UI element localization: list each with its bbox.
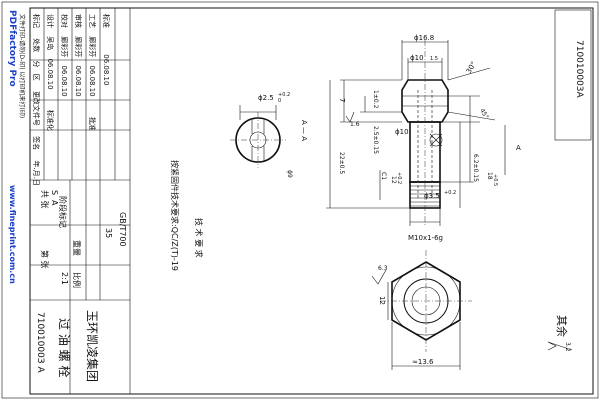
hole-diameter: ϕ2.5 <box>258 94 274 102</box>
dim-cham-label: 2.5±0.15 <box>372 126 379 154</box>
dim-d2-tol: 1.5 <box>430 56 438 62</box>
grade: 35 <box>104 228 113 238</box>
weight: 重量 <box>72 240 82 256</box>
phi9-label: ϕ9 <box>286 170 293 178</box>
drawing-number-box <box>554 9 592 141</box>
view-label: A <box>516 144 521 152</box>
scale-value: 2:1 <box>60 272 69 285</box>
roughness-value: 3.2 <box>564 342 571 352</box>
drawing-number-top: 710010003A <box>574 40 584 99</box>
roughness-rest: 其余 <box>555 315 569 337</box>
dim-d62: 6.2±0.15 <box>472 154 479 182</box>
dim-thread: M10x1-6g <box>408 234 443 242</box>
title-row-header: 标记 处数 分 区 更改文件号 签名 年.月.日 <box>32 14 41 186</box>
dim-d1: ϕ16.8 <box>414 34 434 42</box>
dim-d2: ϕ10 <box>410 54 424 62</box>
sheets-total: 共 张 <box>40 190 49 209</box>
watermark-pdf: PDFfactory Pro <box>7 10 17 87</box>
hole-tol-dn: 0 <box>278 98 281 104</box>
dim-chamfer: 45° <box>478 108 489 121</box>
dim-d18-tol: +0.5 <box>492 174 498 186</box>
sheet-no: 第 张 <box>40 250 50 269</box>
standard-code: GB/T700 <box>118 212 127 247</box>
stage-s: S <box>50 190 59 195</box>
bolt-dimensions <box>326 40 506 226</box>
hole-tol-up: +0.2 <box>278 92 290 98</box>
dim-t7: 7 <box>338 98 346 102</box>
watermark-url: www.fineprint.com.cn <box>8 185 17 284</box>
title-row-review: 审核 廊彩芬 06.08.10 <box>74 14 83 97</box>
stage-mark: 阶段标记 <box>58 196 68 228</box>
dim-d18: 18 <box>486 172 493 180</box>
title-row-check: 校对 廊彩芬 06.08.10 <box>60 14 69 97</box>
tech-title: 技 术 要 求 <box>194 218 204 258</box>
title-row-approve: 标准 06.08.10 <box>102 14 111 85</box>
roughness-6.3: 6.3 <box>378 265 388 272</box>
dim-total-len: 22±0.5 <box>338 152 345 174</box>
title-block <box>29 7 131 395</box>
dim-d35: ϕ3.5 <box>424 192 440 200</box>
dim-c1: C1 <box>380 172 387 180</box>
tech-req-1: 按紧固件技术要求:QC/Z(T)-19 <box>170 160 180 271</box>
title-row-process: 工艺 廊彩芬 06.08.10 批准 <box>88 14 97 131</box>
stage-a: A <box>50 200 59 206</box>
hex-across: ≈13.6 <box>412 358 434 366</box>
dim-d12-tol: +0.2 <box>396 172 402 184</box>
dim-angle30: 30° <box>465 60 478 75</box>
dim-bore: ϕ10 <box>395 128 409 136</box>
bolt-side-view <box>401 40 449 225</box>
hex-size: 12 <box>378 296 386 305</box>
watermark-note: 文件打印-请勿(D-印) 以打印机来打(印) <box>18 14 26 118</box>
drawing-number: 71001000З А <box>35 312 45 373</box>
dim-d35-tol: +0.2 <box>444 190 456 196</box>
dim-d12: 12 <box>390 176 397 184</box>
roughness-1.6: 1.6 <box>350 121 360 128</box>
company-name: 玉环凯凌集团 <box>85 310 100 382</box>
roughness-mark-1 <box>345 111 355 123</box>
roughness-mark-2 <box>371 269 387 285</box>
hex-end-view <box>380 250 472 370</box>
section-aa-view <box>230 105 286 168</box>
section-label: A — A <box>300 120 308 141</box>
roughness-symbol <box>547 341 573 351</box>
scale: 比例 <box>72 272 82 288</box>
title-row-design: 设计 吴岛 06.08.10 标准化 <box>46 14 55 131</box>
part-name: 过 油 螺 栓 <box>57 318 72 377</box>
inner-frame <box>29 7 594 395</box>
dim-t-small: 1±0.2 <box>372 90 379 109</box>
